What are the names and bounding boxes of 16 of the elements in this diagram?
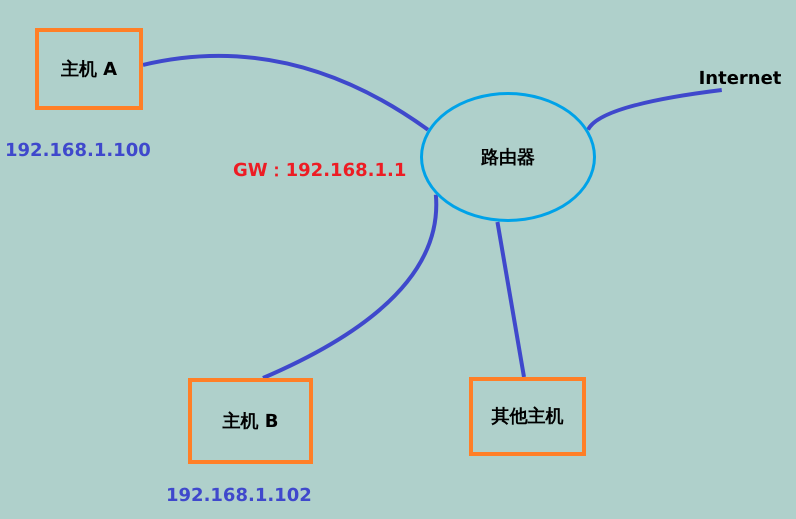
connection-line	[495, 222, 526, 378]
host-box	[469, 377, 586, 456]
router-ellipse	[420, 92, 596, 222]
connection-line	[142, 54, 430, 132]
connection-line	[586, 88, 722, 131]
node-label: 路由器	[481, 146, 535, 170]
node-label: 主机 B	[222, 410, 278, 434]
node-label: 主机 A	[60, 58, 118, 82]
ip-address: 192.168.1.100	[5, 139, 151, 163]
host-box	[35, 28, 143, 110]
node-label: Internet	[698, 66, 782, 90]
node-label: 其他主机	[492, 405, 564, 429]
gateway-address: GW：192.168.1.1	[233, 159, 406, 183]
connection-line	[262, 194, 438, 380]
host-box	[188, 378, 313, 464]
ip-address: 192.168.1.102	[166, 484, 312, 508]
